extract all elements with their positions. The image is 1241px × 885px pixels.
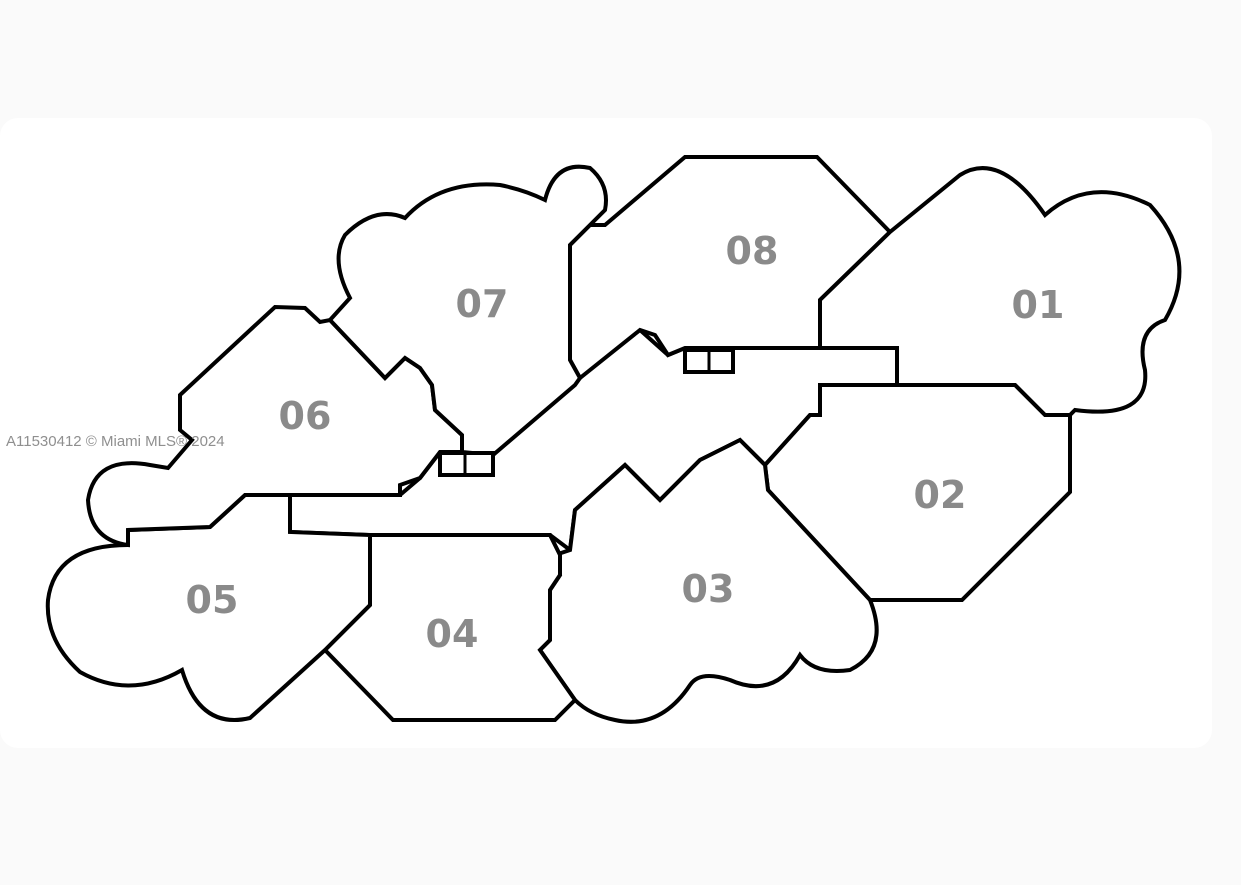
unit-07[interactable] xyxy=(327,164,608,458)
unit-label-02: 02 xyxy=(914,473,967,517)
unit-label-05: 05 xyxy=(186,578,239,622)
unit-label-04: 04 xyxy=(426,612,479,656)
unit-label-03: 03 xyxy=(682,567,735,611)
elevator-boxes-south xyxy=(438,451,495,477)
watermark: A11530412 © Miami MLS® 2024 xyxy=(6,433,225,450)
unit-05[interactable] xyxy=(45,493,372,722)
unit-02[interactable] xyxy=(762,383,1072,602)
unit-label-06: 06 xyxy=(279,394,332,438)
unit-label-01: 01 xyxy=(1012,283,1065,327)
elevator-boxes-north xyxy=(683,348,735,374)
unit-label-08: 08 xyxy=(726,229,779,273)
unit-label-07: 07 xyxy=(456,282,509,326)
unit-01[interactable] xyxy=(818,166,1182,417)
